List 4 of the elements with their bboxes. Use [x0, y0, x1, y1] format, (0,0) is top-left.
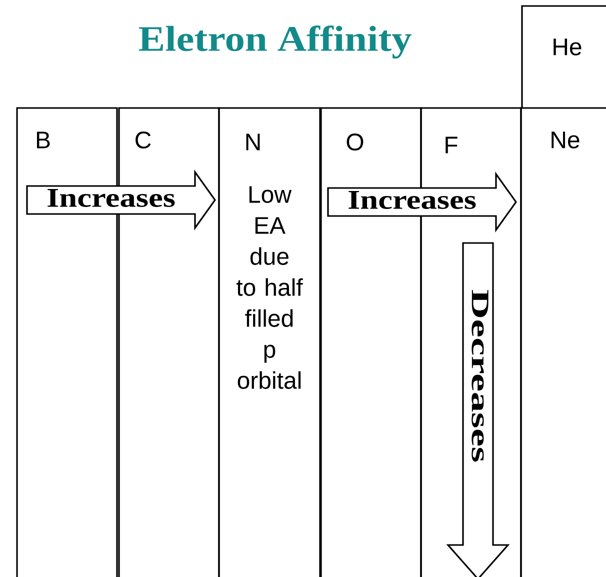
column-box: N Low EA due to half filled p orbital — [218, 107, 321, 577]
column-box: Ne — [520, 107, 606, 577]
column-box: He — [521, 5, 606, 108]
title: Eletron Affinity — [138, 25, 412, 59]
